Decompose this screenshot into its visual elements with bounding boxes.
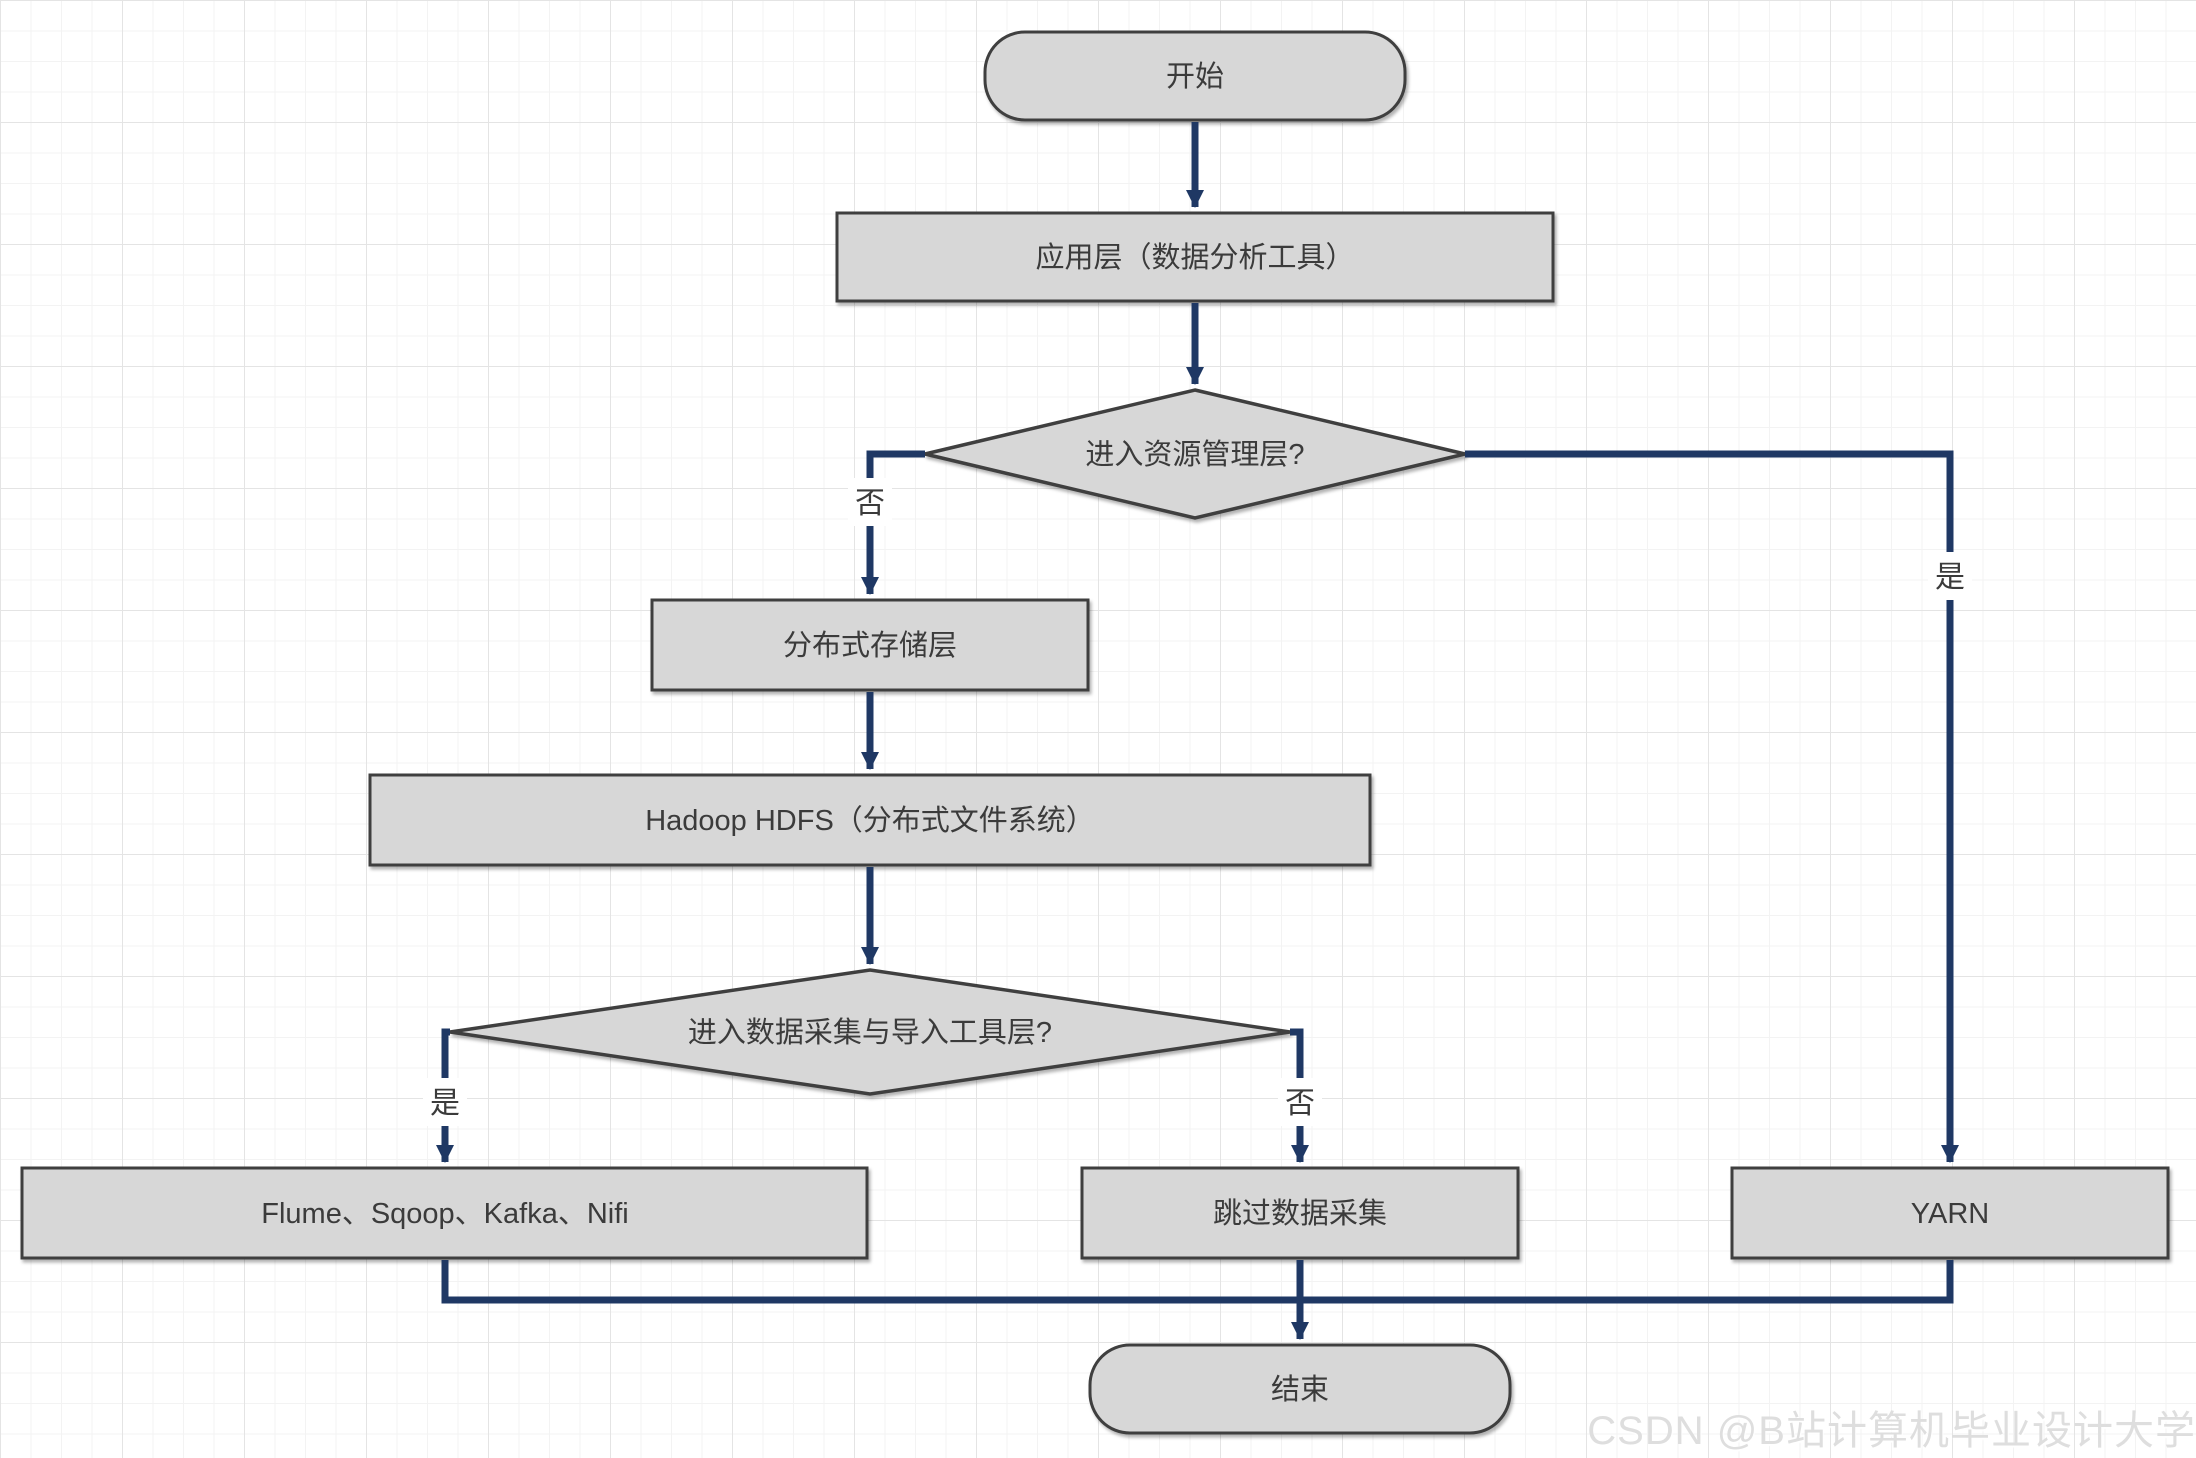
edge-resource-no-to-storage <box>861 450 925 595</box>
decision-resource-node: 进入资源管理层? <box>924 388 1466 520</box>
end-node: 结束 <box>1088 1343 1512 1435</box>
decision-resource-shape <box>924 388 1466 520</box>
edge-label-plate <box>423 1078 467 1126</box>
ingest-tools-shape <box>20 1166 869 1260</box>
yarn-shape <box>1730 1166 2170 1260</box>
edge-label-text: 是 <box>1935 561 1965 594</box>
hdfs-node: Hadoop HDFS（分布式文件系统） <box>368 773 1372 867</box>
edge-label-text: 否 <box>855 487 885 520</box>
edge-tools-to-junction <box>441 1260 1300 1304</box>
decision-ingest-shape <box>449 968 1291 1096</box>
end-terminator-shape <box>1088 1343 1512 1435</box>
edge-label-plate <box>848 478 892 526</box>
skip-ingest-node: 跳过数据采集 <box>1080 1166 1520 1260</box>
start-terminator-shape <box>983 30 1407 122</box>
edge-label-resource-no: 否 <box>848 478 892 526</box>
yarn-node: YARN <box>1730 1166 2170 1260</box>
csdn-watermark: CSDN @B站计算机毕业设计大学 <box>1587 1409 2196 1453</box>
edge-label-plate <box>1278 1078 1322 1126</box>
decision-ingest-label: 进入数据采集与导入工具层? <box>688 1016 1052 1049</box>
skip-ingest-label: 跳过数据采集 <box>1213 1197 1387 1230</box>
edge-label-ingest-yes: 是 <box>423 1078 467 1126</box>
decision-ingest-node: 进入数据采集与导入工具层? <box>449 968 1291 1096</box>
storage-layer-label: 分布式存储层 <box>783 629 957 662</box>
hdfs-label: Hadoop HDFS（分布式文件系统） <box>645 804 1095 837</box>
storage-layer-shape <box>650 598 1090 692</box>
ingest-tools-label: Flume、Sqoop、Kafka、Nifi <box>261 1198 628 1230</box>
end-label: 结束 <box>1271 1373 1329 1406</box>
hdfs-shape <box>368 773 1372 867</box>
edge-label-plate <box>1928 552 1972 600</box>
app-layer-shape <box>835 211 1555 303</box>
edge-label-text: 否 <box>1285 1087 1315 1120</box>
start-label: 开始 <box>1166 60 1224 93</box>
yarn-label: YARN <box>1911 1198 1989 1230</box>
decision-resource-label: 进入资源管理层? <box>1085 438 1304 471</box>
edge-resource-yes-to-yarn <box>1465 450 1959 1163</box>
edge-yarn-to-junction <box>1300 1260 1954 1304</box>
app-layer-node: 应用层（数据分析工具） <box>835 211 1555 303</box>
edge-label-ingest-no: 否 <box>1278 1078 1322 1126</box>
app-layer-label: 应用层（数据分析工具） <box>1035 241 1354 274</box>
edge-label-text: 是 <box>430 1087 460 1120</box>
storage-layer-node: 分布式存储层 <box>650 598 1090 692</box>
ingest-tools-node: Flume、Sqoop、Kafka、Nifi <box>20 1166 869 1260</box>
edge-label-resource-yes: 是 <box>1928 552 1972 600</box>
skip-ingest-shape <box>1080 1166 1520 1260</box>
start-node: 开始 <box>983 30 1407 122</box>
